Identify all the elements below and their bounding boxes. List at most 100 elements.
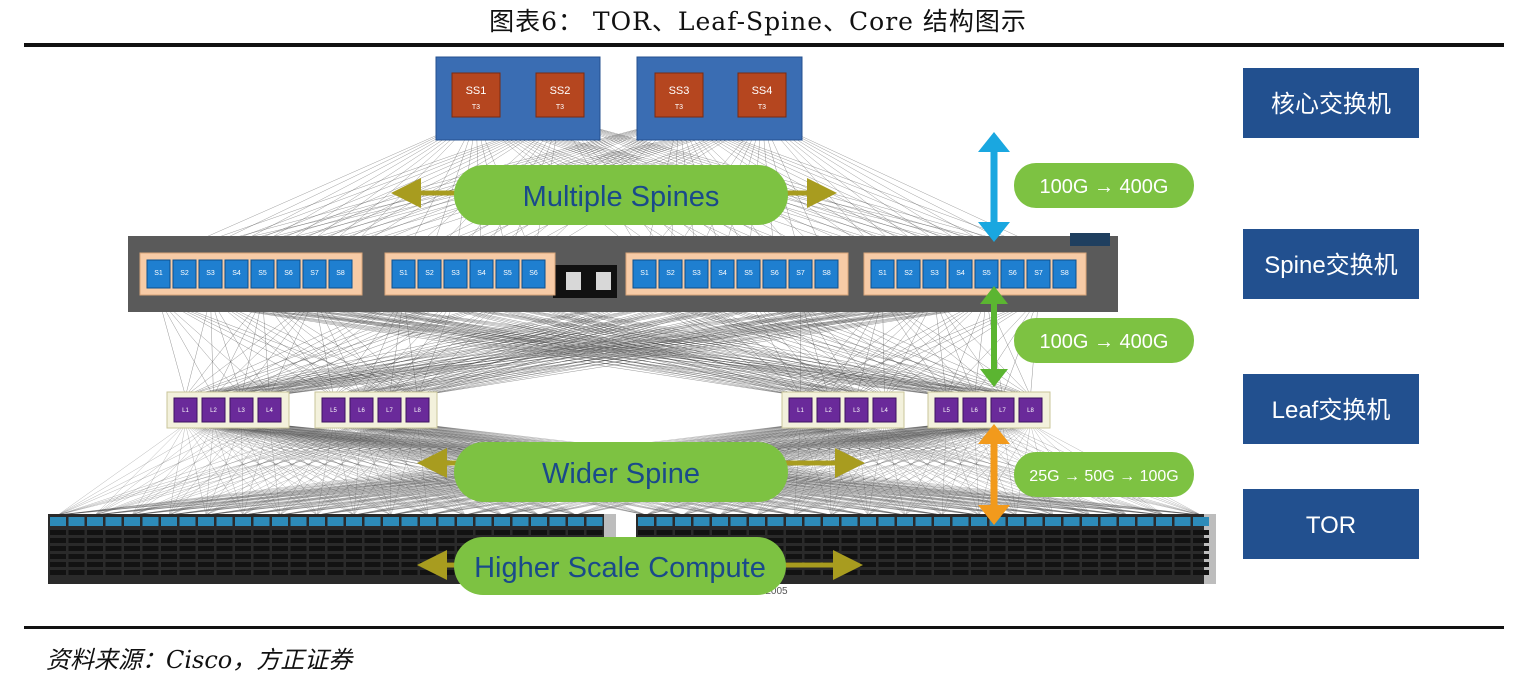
- legend-tor: TOR: [1243, 489, 1419, 559]
- tor-server: [989, 517, 1006, 575]
- spine-switch: S6: [762, 259, 787, 289]
- svg-text:L6: L6: [971, 408, 978, 414]
- tor-server: [87, 517, 103, 575]
- spine-switch: S5: [495, 259, 520, 289]
- svg-text:T3: T3: [556, 104, 564, 111]
- svg-text:100G → 400G: 100G → 400G: [1040, 176, 1169, 198]
- tor-server: [1063, 517, 1080, 575]
- spine-switch: S4: [710, 259, 735, 289]
- svg-text:L8: L8: [1027, 408, 1034, 414]
- spine-switch: S5: [974, 259, 999, 289]
- svg-text:S6: S6: [284, 270, 293, 277]
- tor-server: [1193, 517, 1209, 575]
- wider-spine-pill: Wider Spine: [454, 442, 788, 502]
- spine-switch: S8: [328, 259, 353, 289]
- legend-leaf: Leaf交换机: [1243, 374, 1419, 444]
- tor-server: [253, 517, 270, 575]
- tor-server: [1082, 517, 1098, 575]
- legend-core: 核心交换机: [1243, 68, 1419, 138]
- svg-text:S1: S1: [878, 270, 887, 277]
- svg-text:S8: S8: [336, 270, 345, 277]
- svg-text:L1: L1: [182, 408, 189, 414]
- spine-switch: S6: [1000, 259, 1025, 289]
- svg-text:L1: L1: [797, 408, 804, 414]
- spine-switch: S4: [948, 259, 973, 289]
- tor-server: [309, 517, 325, 575]
- leaf-group-4: L5 L6 L7 L8: [927, 391, 1051, 429]
- tor-server: [105, 517, 122, 575]
- leaf-switch: L5: [934, 397, 959, 423]
- svg-text:S3: S3: [206, 270, 215, 277]
- svg-text:T3: T3: [472, 104, 480, 111]
- spine-switch: S3: [443, 259, 468, 289]
- spine-switch: S3: [198, 259, 223, 289]
- svg-text:核心交换机: 核心交换机: [1271, 91, 1391, 118]
- leaf-switch: L4: [872, 397, 897, 423]
- tor-server: [235, 517, 251, 575]
- svg-text:SS4: SS4: [752, 85, 773, 97]
- leaf-tor-arrow: [978, 424, 1010, 525]
- leaf-switch: L4: [257, 397, 282, 423]
- tor-server: [198, 517, 214, 575]
- svg-text:S2: S2: [425, 270, 434, 277]
- tor-server: [971, 517, 987, 575]
- svg-text:S4: S4: [232, 270, 241, 277]
- svg-text:S1: S1: [640, 270, 649, 277]
- leaf-switch: L3: [844, 397, 869, 423]
- tor-server: [68, 517, 85, 575]
- svg-text:S8: S8: [1060, 270, 1069, 277]
- higher-scale-pill: Higher Scale Compute: [454, 537, 786, 595]
- tor-server: [1137, 517, 1154, 575]
- svg-text:Wider Spine: Wider Spine: [542, 458, 700, 490]
- leaf-switch: L6: [962, 397, 987, 423]
- tor-server: [1045, 517, 1061, 575]
- svg-text:S7: S7: [1034, 270, 1043, 277]
- tor-server: [860, 517, 876, 575]
- spine-switch: S7: [788, 259, 813, 289]
- tor-server: [50, 517, 66, 575]
- svg-text:L3: L3: [238, 408, 245, 414]
- svg-text:S5: S5: [744, 270, 753, 277]
- svg-text:S3: S3: [451, 270, 460, 277]
- tor-server: [915, 517, 932, 575]
- svg-text:L6: L6: [358, 408, 365, 414]
- tor-server: [364, 517, 381, 575]
- tor-server: [401, 517, 418, 575]
- spine-switch: S1: [146, 259, 171, 289]
- tor-server: [142, 517, 159, 575]
- center-port-icon: [566, 272, 581, 290]
- svg-text:Spine交换机: Spine交换机: [1264, 252, 1397, 279]
- svg-text:S5: S5: [503, 270, 512, 277]
- spine-switch: S3: [922, 259, 947, 289]
- tor-server: [1156, 517, 1172, 575]
- svg-text:S4: S4: [477, 270, 486, 277]
- tor-server: [934, 517, 950, 575]
- svg-text:TOR: TOR: [1306, 512, 1356, 539]
- spine-switch: S1: [870, 259, 895, 289]
- svg-text:Leaf交换机: Leaf交换机: [1272, 397, 1391, 424]
- leaf-switch: L7: [990, 397, 1015, 423]
- tor-server: [1008, 517, 1024, 575]
- source-note: 资料来源：Cisco，方正证券: [46, 646, 353, 674]
- tor-server: [897, 517, 913, 575]
- spine-switch: S5: [736, 259, 761, 289]
- leaf-switch: L8: [405, 397, 430, 423]
- tor-server: [290, 517, 307, 575]
- svg-text:L4: L4: [266, 408, 273, 414]
- svg-text:S6: S6: [1008, 270, 1017, 277]
- tor-server: [1100, 517, 1117, 575]
- svg-text:L4: L4: [881, 408, 888, 414]
- tor-server: [1026, 517, 1043, 575]
- svg-text:S6: S6: [770, 270, 779, 277]
